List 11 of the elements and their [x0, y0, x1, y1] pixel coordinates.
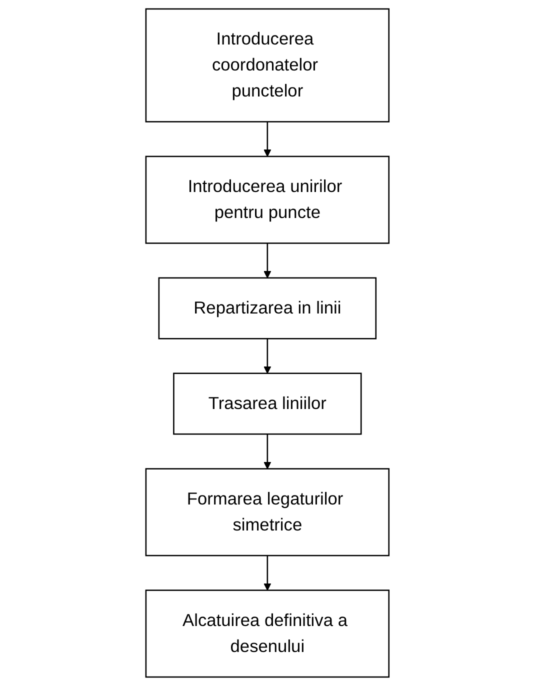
node-box: Repartizarea in linii	[158, 277, 376, 340]
node-box: Alcatuirea definitiva a desenului	[144, 590, 390, 678]
node-box: Formarea legaturilor simetrice	[144, 468, 390, 556]
node-box: Trasarea liniilor	[172, 372, 362, 435]
arrow	[263, 434, 271, 470]
arrow	[263, 122, 271, 157]
arrow	[263, 556, 271, 591]
node-box: Introducerea unirilor pentru puncte	[144, 156, 390, 244]
node-box: Introducerea coordonatelor punctelor	[144, 8, 390, 122]
arrow	[263, 243, 271, 278]
arrow	[263, 338, 271, 374]
